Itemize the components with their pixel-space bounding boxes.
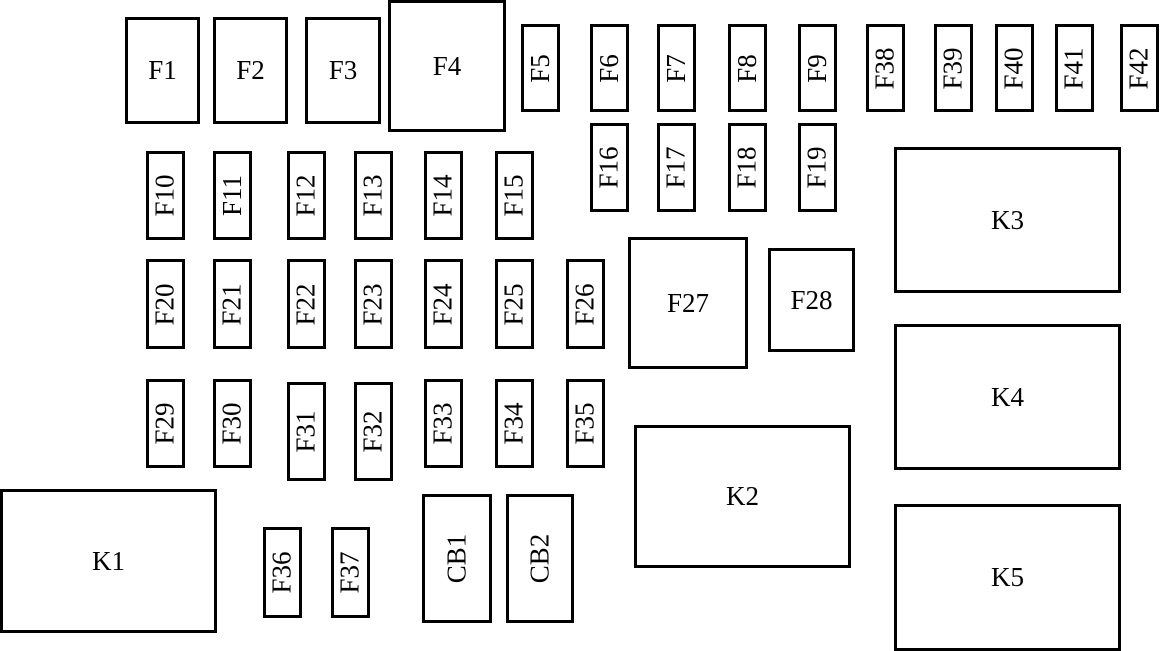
fuse-f14: F14 [424,151,463,240]
fuse-f31-label: F31 [291,410,321,453]
fuse-f3-label: F3 [328,55,358,85]
fuse-f31: F31 [287,382,326,481]
circuit-breaker-cb1-label: CB1 [441,533,472,584]
fuse-f28-label: F28 [790,284,833,315]
fuse-f40: F40 [995,24,1034,112]
fuse-f36: F36 [263,527,302,618]
fuse-f34-label: F34 [499,402,529,445]
fuse-f18: F18 [728,123,767,212]
fuse-f37-label: F37 [335,551,365,594]
fuse-f39: F39 [934,24,973,112]
fuse-f30-label: F30 [217,402,247,445]
fuse-f14-label: F14 [428,174,458,217]
fuse-f15: F15 [495,151,534,240]
relay-k3: K3 [894,147,1121,293]
fuse-f35: F35 [566,379,605,468]
fuse-f16: F16 [590,123,629,212]
fuse-f26-label: F26 [570,282,600,326]
fuse-f24: F24 [424,259,463,349]
fuse-f16-label: F16 [594,146,624,189]
fuse-f11: F11 [213,151,252,240]
fuse-f38-label: F38 [870,46,900,90]
fuse-f19-label: F19 [802,146,832,189]
fuse-f34: F34 [495,379,534,468]
fuse-f8-label: F8 [732,53,762,83]
fuse-f6: F6 [590,24,629,112]
relay-k4-label: K4 [991,381,1024,412]
fuse-f41-label: F41 [1059,46,1089,90]
fuse-f32: F32 [354,382,393,481]
circuit-breaker-cb2: CB2 [506,494,574,623]
fuse-f10: F10 [146,151,185,240]
fuse-f23: F23 [354,259,393,349]
fuse-f17: F17 [657,123,696,212]
fuse-f20-label: F20 [150,282,180,326]
fuse-f19: F19 [798,123,837,212]
fuse-f30: F30 [213,379,252,468]
fuse-f32-label: F32 [358,410,388,453]
fuse-f1: F1 [125,17,200,124]
fuse-f35-label: F35 [570,402,600,445]
fuse-f18-label: F18 [732,146,762,189]
relay-k5: K5 [894,504,1121,651]
relay-k5-label: K5 [991,562,1024,592]
fuse-f21: F21 [213,259,252,349]
fuse-f23-label: F23 [358,282,388,326]
fuse-f3: F3 [305,17,381,124]
fuse-f6-label: F6 [594,53,624,83]
fuse-f9-label: F9 [802,53,832,83]
fuse-f26: F26 [566,259,605,349]
fuse-f39-label: F39 [938,46,968,90]
fuse-f25: F25 [495,259,534,349]
relay-k4: K4 [894,324,1121,470]
circuit-breaker-cb1: CB1 [422,494,492,623]
fuse-f9: F9 [798,24,837,112]
fuse-f25-label: F25 [499,282,529,326]
fuse-f33: F33 [424,379,463,468]
fuse-f21-label: F21 [217,282,247,326]
fuse-f2: F2 [213,17,288,124]
fuse-f7-label: F7 [661,53,691,83]
fuse-f7: F7 [657,24,696,112]
fuse-f24-label: F24 [428,282,458,326]
fuse-f22-label: F22 [291,282,321,326]
fuse-f12-label: F12 [291,174,321,217]
fuse-f33-label: F33 [428,402,458,445]
fuse-f27: F27 [628,237,748,369]
relay-k3-label: K3 [991,204,1024,235]
fuse-f12: F12 [287,151,326,240]
fuse-f38: F38 [866,24,905,112]
fuse-f20: F20 [146,259,185,349]
fuse-f17-label: F17 [661,146,691,189]
circuit-breaker-cb2-label: CB2 [524,533,555,584]
fuse-f42: F42 [1120,24,1159,112]
fuse-f10-label: F10 [150,174,180,217]
fuse-f13-label: F13 [358,174,388,217]
relay-k1-label: K1 [92,545,125,576]
fuse-f28: F28 [768,248,855,352]
relay-k2: K2 [634,425,851,568]
fuse-f13: F13 [354,151,393,240]
fuse-f22: F22 [287,259,326,349]
fuse-f4: F4 [388,0,506,132]
fuse-f27-label: F27 [666,287,710,318]
fuse-f29: F29 [146,379,185,468]
fuse-f2-label: F2 [236,55,265,85]
fuse-f11-label: F11 [217,174,248,217]
fuse-f4-label: F4 [432,50,462,81]
fuse-f37: F37 [331,527,370,618]
fuse-f36-label: F36 [267,551,297,594]
fuse-f8: F8 [728,24,767,112]
relay-k1: K1 [0,489,217,633]
fuse-f29-label: F29 [150,402,180,445]
fuse-f15-label: F15 [499,174,529,217]
fuse-f40-label: F40 [999,46,1029,90]
fuse-f5-label: F5 [525,53,555,83]
fuse-f42-label: F42 [1124,46,1154,90]
fuse-f1-label: F1 [148,55,177,85]
fuse-f5: F5 [521,24,560,112]
fuse-f41: F41 [1055,24,1094,112]
relay-k2-label: K2 [726,481,759,511]
